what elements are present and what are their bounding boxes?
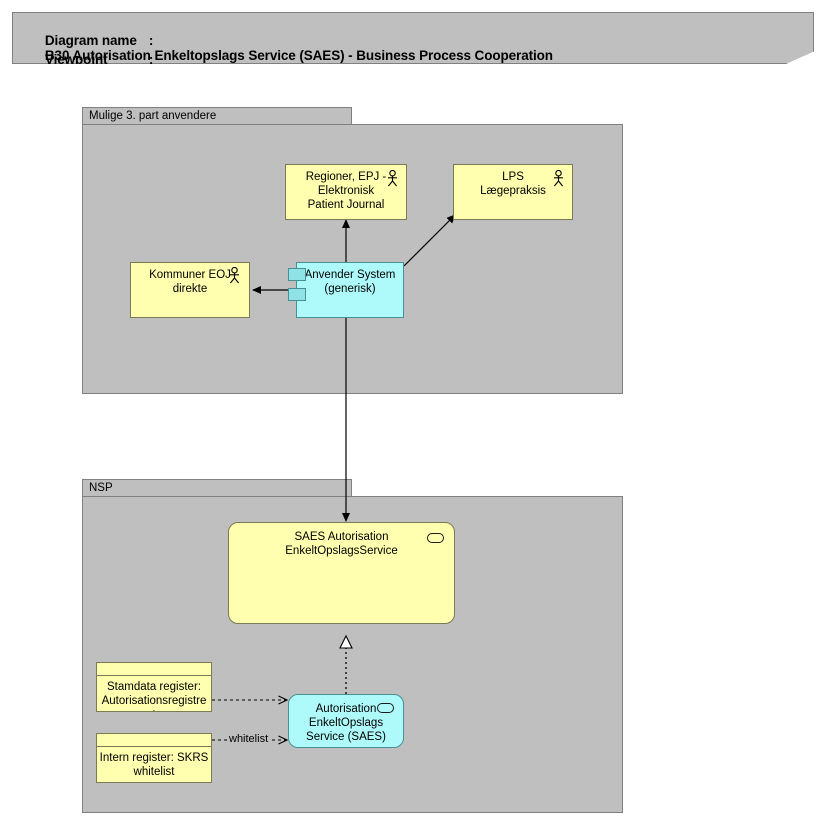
viewpoint-value: Business Process Cooperation bbox=[44, 67, 242, 82]
group-nsp-label: NSP bbox=[89, 482, 113, 494]
register-header-band bbox=[97, 663, 211, 676]
node-saes-autorisation-service-label: SAES Autorisation EnkeltOpslagsService bbox=[285, 531, 398, 557]
actor-icon bbox=[229, 267, 240, 284]
diagram-name-separator: : bbox=[148, 33, 154, 48]
register-header-band bbox=[97, 734, 211, 747]
service-oval-icon bbox=[427, 533, 444, 543]
node-lps-laegepraksis-label: LPS Lægepraksis bbox=[480, 171, 546, 197]
diagram-name-value: B30 Autorisation Enkeltopslags Service (… bbox=[44, 48, 553, 63]
node-kommuner-eoj[interactable]: Kommuner EOJ direkte bbox=[130, 262, 250, 318]
component-icon-tab-lower bbox=[288, 288, 306, 301]
node-anvender-system[interactable]: Anvender System (generisk) bbox=[296, 262, 404, 318]
node-regioner-epj-label: Regioner, EPJ - Elektronisk Patient Jour… bbox=[305, 171, 387, 211]
node-stamdata-register[interactable]: Stamdata register: Autorisationsregistre… bbox=[96, 662, 212, 712]
node-saes-autorisation-service[interactable]: SAES Autorisation EnkeltOpslagsService bbox=[228, 522, 455, 624]
viewpoint-key: Viewpoint bbox=[44, 52, 108, 67]
viewpoint-line: Viewpoint: Business Process Cooperation bbox=[23, 37, 242, 82]
diagram-title-banner: Diagram name: B30 Autorisation Enkeltops… bbox=[12, 12, 814, 64]
component-icon-tab-upper bbox=[288, 268, 306, 281]
group-mulige-3-part-anvendere-tab: Mulige 3. part anvendere bbox=[82, 107, 352, 125]
node-kommuner-eoj-label: Kommuner EOJ direkte bbox=[149, 269, 231, 295]
node-anvender-system-label: Anvender System (generisk) bbox=[304, 269, 396, 295]
diagram-name-key: Diagram name bbox=[44, 33, 137, 48]
service-oval-icon bbox=[377, 703, 394, 713]
edge-label-whitelist: whitelist bbox=[228, 733, 270, 745]
node-regioner-epj[interactable]: Regioner, EPJ - Elektronisk Patient Jour… bbox=[285, 164, 407, 220]
group-mulige-3-part-anvendere[interactable]: Mulige 3. part anvendere bbox=[82, 107, 623, 394]
node-intern-register[interactable]: Intern register: SKRS whitelist bbox=[96, 733, 212, 783]
diagram-name-line: Diagram name: B30 Autorisation Enkeltops… bbox=[23, 18, 553, 64]
node-autorisation-enkeltopslags-service-label: Autorisation EnkeltOpslags Service (SAES… bbox=[306, 703, 386, 743]
group-mulige-3-part-anvendere-label: Mulige 3. part anvendere bbox=[89, 110, 217, 122]
actor-icon bbox=[553, 170, 564, 187]
actor-icon bbox=[387, 170, 398, 187]
node-intern-register-label: Intern register: SKRS whitelist bbox=[99, 752, 209, 778]
node-stamdata-register-label: Stamdata register: Autorisationsregistre… bbox=[101, 681, 207, 711]
node-autorisation-enkeltopslags-service[interactable]: Autorisation EnkeltOpslags Service (SAES… bbox=[288, 694, 404, 748]
viewpoint-separator: : bbox=[148, 52, 154, 67]
group-nsp-tab: NSP bbox=[82, 479, 352, 497]
node-lps-laegepraksis[interactable]: LPS Lægepraksis bbox=[453, 164, 573, 220]
